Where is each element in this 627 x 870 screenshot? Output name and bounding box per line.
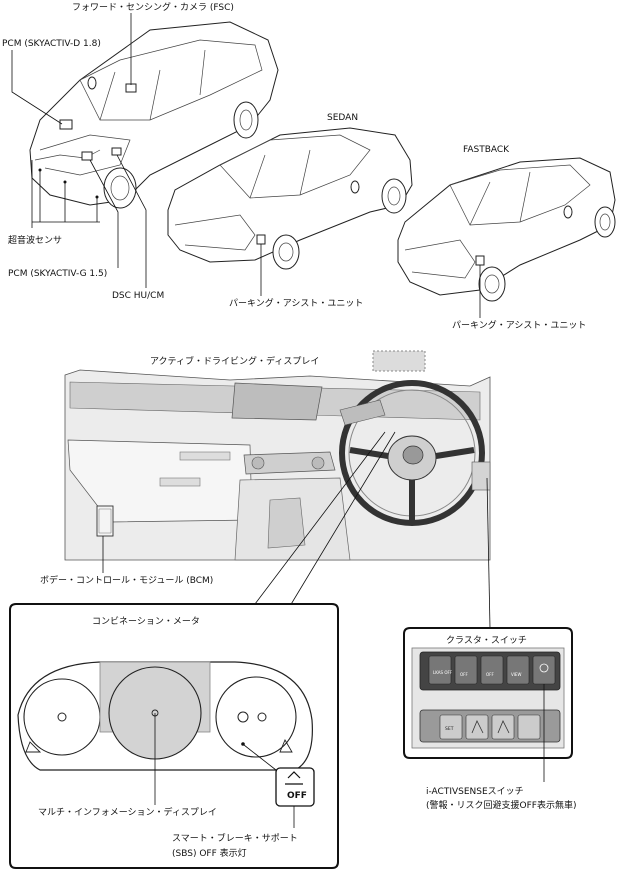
seat-heater-switch-1[interactable]: [465, 714, 489, 740]
lkas-off-switch[interactable]: [428, 655, 452, 685]
cluster-switch-callout: クラスタ・スイッチ LKAS OFF OFF OFF VIEW SET: [403, 627, 573, 759]
i-activsense-label-line1: i-ACTIVSENSEスイッチ: [426, 786, 524, 797]
lkas-off-switch-label: LKAS OFF: [433, 670, 453, 675]
main-car-illustration: [29, 21, 279, 209]
sbs-badge-text: OFF: [287, 791, 307, 801]
blank-switch[interactable]: [517, 714, 541, 740]
i-activsense-icon: [539, 663, 549, 673]
sbs-label-line2: (SBS) OFF 表示灯: [172, 847, 247, 859]
seat-heater-icon: [497, 720, 510, 734]
sbs-off-indicator-location: [241, 742, 245, 746]
combination-meter-callout: コンビネーション・メータ OFF マルチ・インフォメーション・ディスプレイ スマ…: [9, 603, 339, 869]
set-switch[interactable]: [439, 714, 463, 740]
pcm-g-marker: [81, 151, 93, 161]
fsc-camera-marker: [125, 83, 137, 93]
set-switch-label: SET: [445, 726, 454, 732]
seat-heater-icon: [471, 720, 484, 734]
active-driving-display-label: アクティブ・ドライビング・ディスプレイ: [150, 355, 319, 367]
view-switch[interactable]: [506, 655, 530, 685]
switch-2-label: OFF: [460, 672, 468, 677]
ultrasonic-sensor-label: 超音波センサ: [8, 234, 62, 246]
sedan-illustration: [167, 127, 413, 270]
dsc-label: DSC HU/CM: [112, 291, 164, 301]
active-driving-display-marker: [372, 350, 426, 372]
bcm-label: ボデー・コントロール・モジュール (BCM): [40, 574, 213, 586]
combination-meter-title: コンビネーション・メータ: [92, 616, 200, 627]
parking-assist-fastback-label: パーキング・アシスト・ユニット: [452, 319, 586, 331]
pcm-g-label: PCM (SKYACTIV-G 1.5): [8, 269, 107, 279]
sbs-car-icon: [285, 771, 303, 785]
dsc-marker: [111, 147, 122, 156]
right-gauge: [215, 676, 297, 758]
switch-2[interactable]: [454, 655, 478, 685]
pcm-d-marker: [59, 119, 73, 130]
i-activsense-label-line2: (警報・リスク回避支援OFF表示無車): [426, 799, 576, 811]
parking-assist-sedan-label: パーキング・アシスト・ユニット: [229, 297, 363, 309]
seat-heater-switch-2[interactable]: [491, 714, 515, 740]
fsc-label: フォワード・センシング・カメラ (FSC): [72, 1, 234, 13]
fastback-illustration: [397, 157, 616, 302]
switch-3[interactable]: [480, 655, 504, 685]
multi-info-display-label: マルチ・インフォメーション・ディスプレイ: [38, 806, 217, 818]
i-activsense-switch[interactable]: [532, 655, 556, 685]
cluster-switch-title: クラスタ・スイッチ: [446, 635, 527, 646]
pcm-d-label: PCM (SKYACTIV-D 1.8): [2, 39, 101, 49]
bcm-marker: [96, 505, 114, 537]
fastback-label: FASTBACK: [463, 145, 510, 155]
sedan-label: SEDAN: [327, 113, 358, 123]
mirror: [87, 76, 97, 90]
parking-unit-sedan-marker: [256, 234, 266, 245]
sbs-off-badge: [275, 767, 315, 807]
switch-3-label: OFF: [486, 672, 494, 677]
dashboard-illustration: [64, 369, 491, 561]
sbs-label-line1: スマート・ブレーキ・サポート: [172, 832, 298, 844]
parking-unit-fastback-marker: [475, 255, 485, 266]
view-switch-label: VIEW: [511, 672, 521, 677]
